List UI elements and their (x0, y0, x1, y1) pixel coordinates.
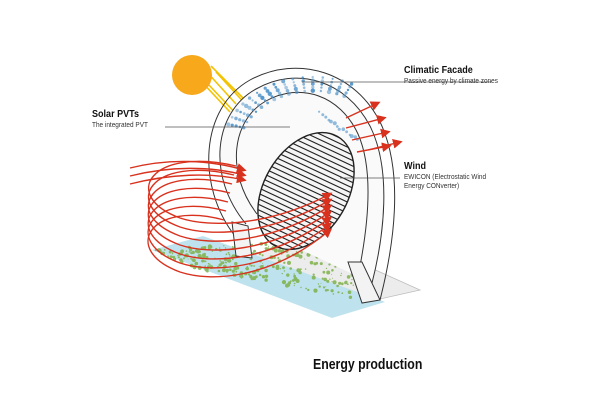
solar-pvts-subtitle: The integrated PVT (92, 120, 148, 129)
wind-subtitle-line2: Energy CONverter) (404, 181, 460, 190)
climatic-facade-title: Climatic Facade (404, 64, 473, 76)
wind-arrow-icon (129, 160, 333, 278)
climatic-facade-subtitle: Passive energy by climate zones (404, 76, 498, 85)
solar-pvts-title: Solar PVTs (92, 108, 140, 120)
wind-subtitle-line1: EWICON (Electrostatic Wind (404, 172, 487, 181)
sun-icon (172, 55, 212, 95)
solar-dots-pattern (226, 75, 359, 141)
label-leaders (165, 81, 492, 179)
wind-title: Wind (404, 160, 426, 172)
diagram-caption: Energy production (313, 356, 423, 373)
wind-arrows-outflow (345, 101, 403, 153)
